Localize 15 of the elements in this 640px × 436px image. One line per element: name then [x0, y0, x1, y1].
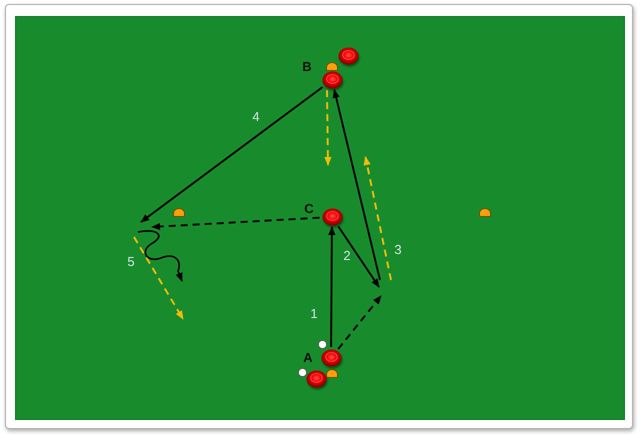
step-number: 5 — [126, 255, 136, 269]
player-letter: B — [302, 60, 312, 74]
player-letter: A — [303, 351, 313, 365]
run-arrow — [337, 295, 382, 350]
pass-arrow — [328, 226, 336, 347]
pass-arrow — [332, 88, 381, 280]
player-letter: C — [304, 202, 314, 216]
run-arrow — [324, 90, 332, 166]
pass-arrow — [338, 226, 380, 288]
run-arrow — [151, 216, 320, 230]
step-number: 3 — [393, 243, 403, 257]
pass-arrow — [140, 86, 324, 223]
step-number: 2 — [342, 249, 352, 263]
step-number: 1 — [309, 307, 319, 321]
step-number: 4 — [251, 110, 261, 124]
